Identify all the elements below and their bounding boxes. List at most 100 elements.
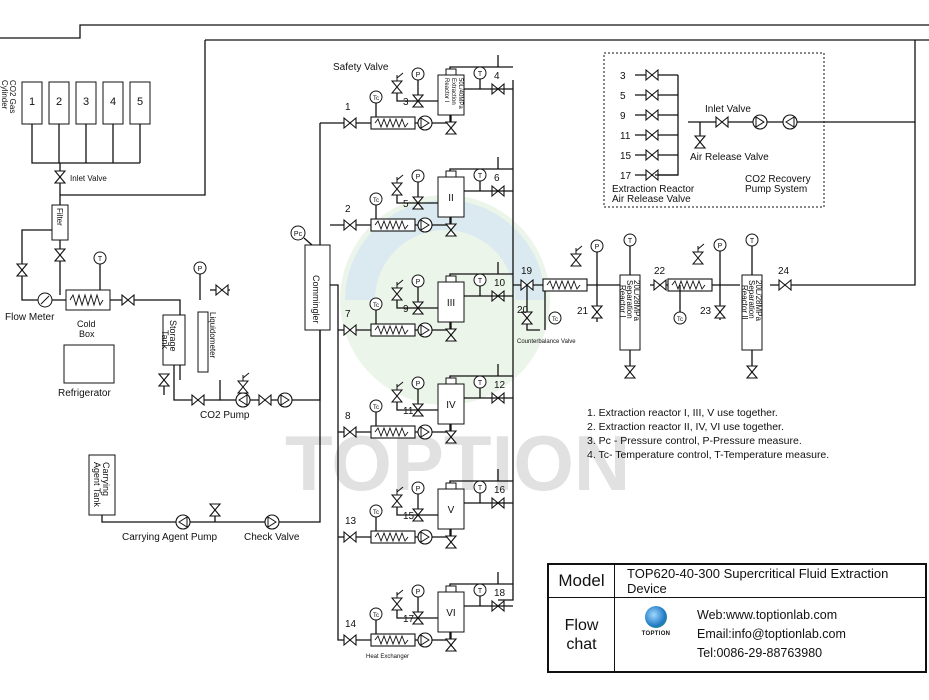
valve-2[interactable] xyxy=(343,219,357,231)
svg-text:T: T xyxy=(478,71,483,78)
drain-valve[interactable] xyxy=(445,638,457,652)
tel-text: Tel:0086-29-88763980 xyxy=(697,646,823,660)
valve-1[interactable] xyxy=(343,117,357,129)
svg-text:Reactor I: Reactor I xyxy=(618,285,627,317)
svg-text:1: 1 xyxy=(345,102,351,113)
cylinder-number: 2 xyxy=(56,96,62,108)
valve[interactable] xyxy=(215,284,229,296)
email-link[interactable]: Email:info@toptionlab.com xyxy=(697,627,846,641)
safety-valve[interactable] xyxy=(391,174,404,196)
filter xyxy=(51,204,69,241)
carrying-agent-tank xyxy=(88,454,116,516)
air-release-valve-9[interactable] xyxy=(645,109,659,121)
recovery-label: CO2 Recovery xyxy=(745,174,811,185)
svg-text:Tc: Tc xyxy=(552,317,558,323)
valve[interactable] xyxy=(16,263,28,277)
svg-text:T: T xyxy=(628,238,633,245)
reactor-numeral: V xyxy=(448,505,455,516)
svg-text:P: P xyxy=(416,72,421,79)
svg-text:P: P xyxy=(416,589,421,596)
svg-text:2: 2 xyxy=(345,204,351,215)
svg-text:5: 5 xyxy=(403,199,409,210)
svg-text:10: 10 xyxy=(494,278,506,289)
air-release-valve-5[interactable] xyxy=(645,89,659,101)
filter-label: Filter xyxy=(55,208,64,226)
pump xyxy=(417,115,433,131)
svg-text:P: P xyxy=(416,174,421,181)
web-link[interactable]: Web:www.toptionlab.com xyxy=(697,608,838,622)
valve[interactable] xyxy=(191,394,205,406)
air-release-valve-3[interactable] xyxy=(645,69,659,81)
pump xyxy=(417,322,433,338)
air-release-valve[interactable] xyxy=(694,135,706,149)
svg-text:P: P xyxy=(198,266,203,273)
inlet-valve[interactable] xyxy=(715,116,729,128)
heat-exchanger xyxy=(370,116,416,130)
inlet-valve-label: Inlet Valve xyxy=(70,174,107,183)
valve[interactable] xyxy=(624,365,636,379)
valve-13[interactable] xyxy=(343,531,357,543)
carrying-tank-label: Carrying xyxy=(101,462,111,496)
svg-text:11: 11 xyxy=(403,406,414,417)
svg-text:Tc: Tc xyxy=(373,96,379,102)
note: 3. Pc - Pressure control, P-Pressure mea… xyxy=(587,435,802,447)
svg-text:3: 3 xyxy=(403,97,409,108)
extraction-reactor xyxy=(437,176,465,218)
valve[interactable] xyxy=(258,394,272,406)
svg-text:7: 7 xyxy=(345,309,351,320)
info-table: Model TOP620-40-300 Supercritical Fluid … xyxy=(547,563,927,673)
valve[interactable] xyxy=(121,294,135,306)
svg-text:Tc: Tc xyxy=(373,613,379,619)
valve-14[interactable] xyxy=(343,634,357,646)
cylinder-number: 5 xyxy=(137,96,143,108)
pump xyxy=(417,632,433,648)
safety-valve-label: Safety Valve xyxy=(333,62,389,73)
contact-info: Web:www.toptionlab.com Email:info@toptio… xyxy=(697,606,846,663)
refrigerator-label: Refrigerator xyxy=(58,388,111,399)
svg-text:Tc: Tc xyxy=(373,303,379,309)
valve[interactable] xyxy=(158,373,170,387)
valve[interactable] xyxy=(54,248,66,262)
air-release-valve-11[interactable] xyxy=(645,129,659,141)
safety-valve[interactable] xyxy=(570,245,583,267)
svg-text:13: 13 xyxy=(345,516,357,527)
inlet-valve[interactable] xyxy=(54,170,66,184)
valve[interactable] xyxy=(209,503,221,517)
note: 4. Tc- Temperature control, T-Temperatur… xyxy=(587,449,829,461)
safety-valve[interactable] xyxy=(391,589,404,611)
svg-text:17: 17 xyxy=(403,614,415,625)
drain-valve[interactable] xyxy=(445,535,457,549)
svg-text:20L/28MPa: 20L/28MPa xyxy=(632,280,641,321)
valve[interactable] xyxy=(746,365,758,379)
cold-box xyxy=(65,289,111,311)
drain-valve[interactable] xyxy=(445,121,457,135)
svg-text:T: T xyxy=(478,485,483,492)
storage-tank-label: Tank xyxy=(160,330,170,350)
safety-valve[interactable] xyxy=(391,72,404,94)
svg-text:18: 18 xyxy=(494,588,506,599)
svg-text:T: T xyxy=(478,278,483,285)
svg-text:9: 9 xyxy=(403,304,409,315)
valve-24[interactable] xyxy=(778,279,792,291)
svg-text:8: 8 xyxy=(345,411,351,422)
svg-text:Separation: Separation xyxy=(747,280,756,319)
safety-valve[interactable] xyxy=(692,243,705,265)
cold-box-label: Box xyxy=(79,329,95,339)
valve-21[interactable] xyxy=(591,305,603,319)
valve-22[interactable] xyxy=(653,279,667,291)
heat-exchanger xyxy=(667,278,713,292)
co2-pump-label: CO2 Pump xyxy=(200,410,250,421)
svg-text:21: 21 xyxy=(577,306,589,317)
safety-valve[interactable] xyxy=(237,372,250,394)
liquidometer xyxy=(197,311,209,373)
recovery-label: Air Release Valve xyxy=(612,194,691,205)
carrying-pump-label: Carrying Agent Pump xyxy=(122,532,217,543)
svg-text:Tc: Tc xyxy=(373,510,379,516)
svg-text:Pc: Pc xyxy=(294,231,303,238)
valve-23[interactable] xyxy=(714,305,726,319)
check-valve xyxy=(264,514,280,530)
air-release-valve-15[interactable] xyxy=(645,149,659,161)
heat-exchanger-label: Heat Exchanger xyxy=(366,654,409,660)
svg-text:T: T xyxy=(478,173,483,180)
